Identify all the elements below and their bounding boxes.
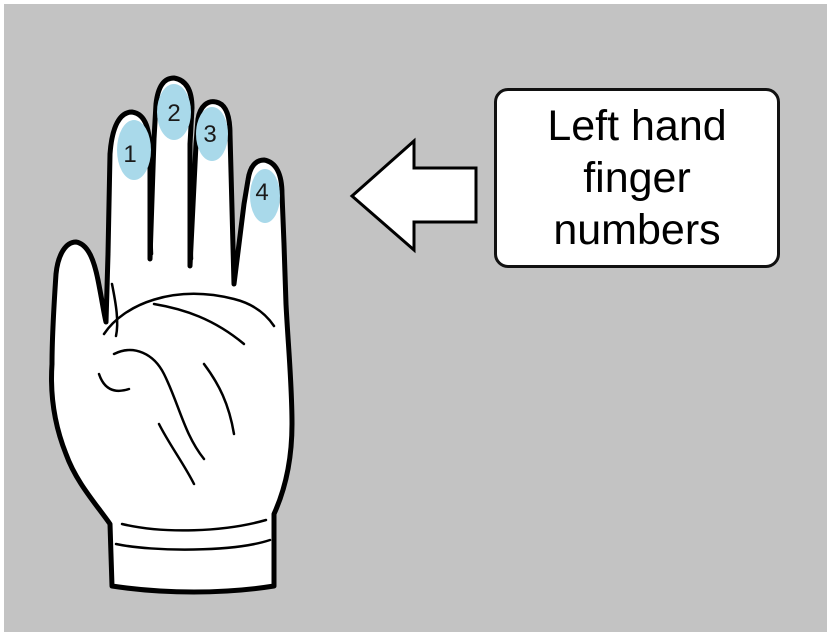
- finger-number-1: 1: [123, 141, 136, 168]
- arrow-left-icon: [352, 141, 476, 250]
- callout-text: Left hand finger numbers: [547, 100, 726, 256]
- callout-line-3: numbers: [547, 204, 726, 256]
- callout-box: Left hand finger numbers: [494, 88, 780, 268]
- finger-number-3: 3: [203, 121, 216, 148]
- finger-number-4: 4: [255, 179, 268, 206]
- left-hand-palm-icon: [52, 78, 292, 592]
- callout-line-1: Left hand: [547, 100, 726, 152]
- finger-number-2: 2: [167, 100, 180, 127]
- callout-line-2: finger: [547, 152, 726, 204]
